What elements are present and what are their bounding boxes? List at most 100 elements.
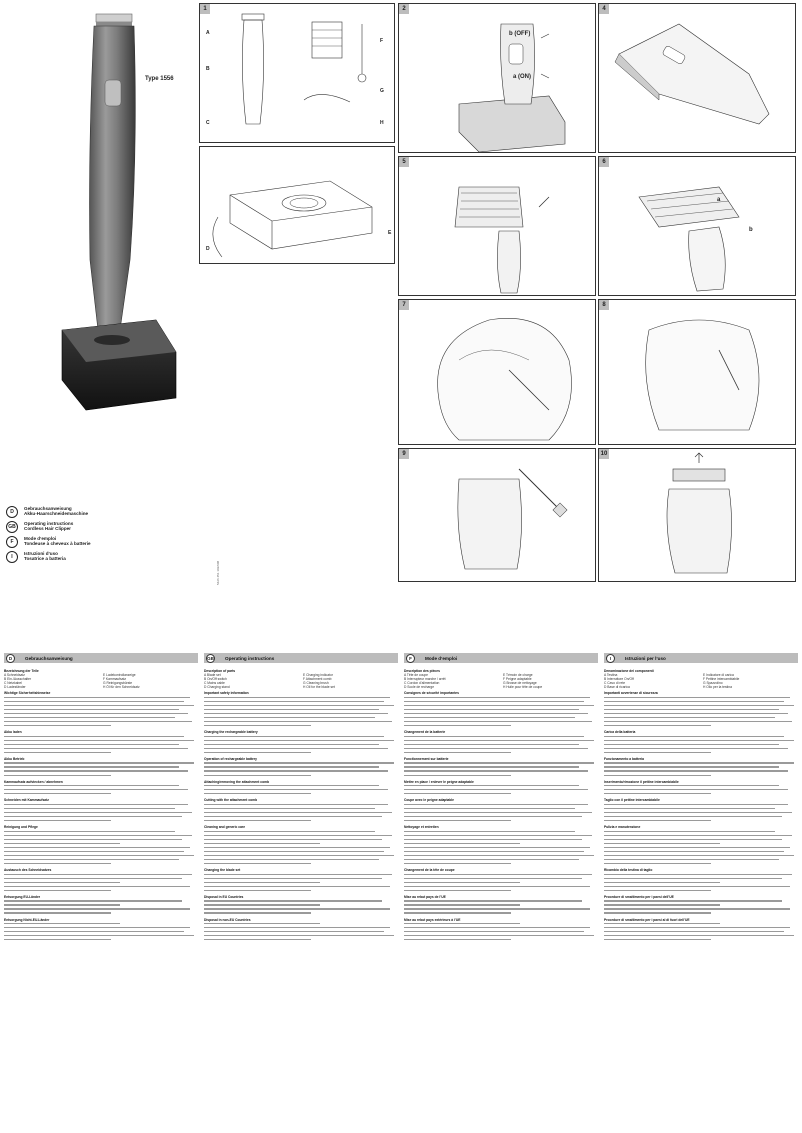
section-heading: Changement de la tête de coupe — [404, 868, 455, 873]
parts-list: A Tête de coupe E Témoin de charge B Int… — [404, 673, 598, 689]
body-text-line — [604, 765, 798, 769]
body-text-line — [4, 872, 198, 876]
column-language-badge: GB — [206, 653, 215, 663]
parts-item: F Attachment comb — [303, 676, 332, 681]
body-text-line — [4, 833, 198, 837]
language-code-badge: D — [6, 506, 18, 518]
body-text-line — [4, 811, 198, 815]
column-title: Gebrauchsanweisung — [25, 655, 73, 661]
parts-item: F Pettine intercambiabile — [703, 676, 740, 681]
column-header: F Mode d’emploi — [404, 653, 598, 663]
body-text-line — [604, 746, 798, 750]
body-text-line — [204, 853, 398, 857]
body-text-line — [4, 884, 198, 888]
body-text-line — [404, 926, 598, 930]
section-heading: Cutting with the attachment comb — [204, 798, 258, 803]
column-body: Denominazione dei componenti A Testina E… — [604, 663, 798, 942]
step-a-label: a — [717, 197, 721, 203]
body-text-line — [604, 711, 798, 715]
column-language-badge: I — [606, 653, 615, 663]
figure-number: 9 — [399, 449, 409, 459]
figure-number: 1 — [200, 4, 210, 14]
body-text-line — [4, 930, 198, 934]
parts-heading: Description of parts — [204, 668, 236, 673]
body-text-line — [604, 934, 798, 938]
parts-item: G Brosse de nettoyage — [503, 680, 537, 685]
body-text-line — [404, 911, 598, 915]
clipper-side-drawing — [614, 23, 770, 125]
parts-item: D Socle de recharge — [404, 684, 435, 689]
body-text-line — [404, 711, 598, 715]
language-code-badge: I — [6, 551, 18, 563]
body-text-line — [4, 815, 198, 819]
charging-stand-drawing — [212, 180, 373, 258]
comb-removal-drawing — [638, 186, 740, 292]
body-text-line — [204, 724, 398, 728]
body-text-line — [404, 880, 598, 884]
body-text-line — [204, 750, 398, 754]
part-marker-a: A — [206, 30, 210, 36]
section-heading: Cleaning and generic care — [204, 825, 246, 830]
column-header: GB Operating instructions — [204, 653, 398, 663]
section-heading: Schneiden mit Kammaufsatz — [4, 798, 49, 803]
body-text-line — [404, 750, 598, 754]
body-text-line — [604, 907, 798, 911]
part-marker-d: D — [206, 246, 210, 252]
body-text-line — [404, 845, 598, 849]
body-text-line — [204, 911, 398, 915]
body-text-line — [404, 930, 598, 934]
figure-1: 1 — [199, 3, 395, 143]
body-text-line — [204, 930, 398, 934]
part-marker-f: F — [380, 38, 384, 44]
parts-item: C Mains cable — [204, 680, 225, 685]
body-text-line — [404, 899, 598, 903]
body-text-line — [604, 938, 798, 942]
body-text-line — [604, 806, 798, 810]
body-text-line — [204, 837, 398, 841]
body-text-line — [404, 716, 598, 720]
switch-on-label: a (ON) — [513, 74, 531, 80]
body-text-line — [4, 880, 198, 884]
parts-item: D Charging stand — [204, 684, 230, 689]
cleaning-drawing — [457, 468, 568, 570]
body-text-line — [604, 853, 798, 857]
body-text-line — [204, 738, 398, 742]
column-body: Description des pièces A Tête de coupe E… — [404, 663, 598, 942]
language-title: Gebrauchsanweisung — [24, 506, 72, 511]
body-text-line — [604, 761, 798, 765]
column-body: Description of parts A Blade set E Charg… — [204, 663, 398, 942]
column-header: I Istruzioni per l’uso — [604, 653, 798, 663]
body-text-line — [604, 773, 798, 777]
body-text-line — [604, 792, 798, 796]
body-text-line — [404, 784, 598, 788]
blade-change-drawing — [666, 452, 732, 574]
body-text-line — [4, 761, 198, 765]
figure-number: 7 — [399, 300, 409, 310]
body-text-line — [4, 934, 198, 938]
body-text-line — [604, 788, 798, 792]
body-text-line — [204, 773, 398, 777]
body-text-line — [604, 802, 798, 806]
body-text-line — [604, 811, 798, 815]
body-text-line — [604, 720, 798, 724]
body-text-line — [4, 841, 198, 845]
body-text-line — [404, 720, 598, 724]
body-text-line — [604, 849, 798, 853]
body-text-line — [404, 833, 598, 837]
parts-list: A Blade set E Charging indicator B On/Of… — [204, 673, 398, 689]
parts-item: B Ein-/Ausschalter — [4, 676, 32, 681]
body-text-line — [404, 738, 598, 742]
body-text-line — [404, 819, 598, 823]
body-text-line — [204, 806, 398, 810]
body-text-line — [204, 802, 398, 806]
parts-item: A Blade set — [204, 672, 221, 677]
body-text-line — [404, 802, 598, 806]
body-text-line — [204, 872, 398, 876]
body-text-line — [204, 746, 398, 750]
section-heading: Procedure di smaltimento per i paesi del… — [604, 894, 674, 899]
column-body: Bezeichnung der Teile A Schneidsatz E La… — [4, 663, 198, 942]
